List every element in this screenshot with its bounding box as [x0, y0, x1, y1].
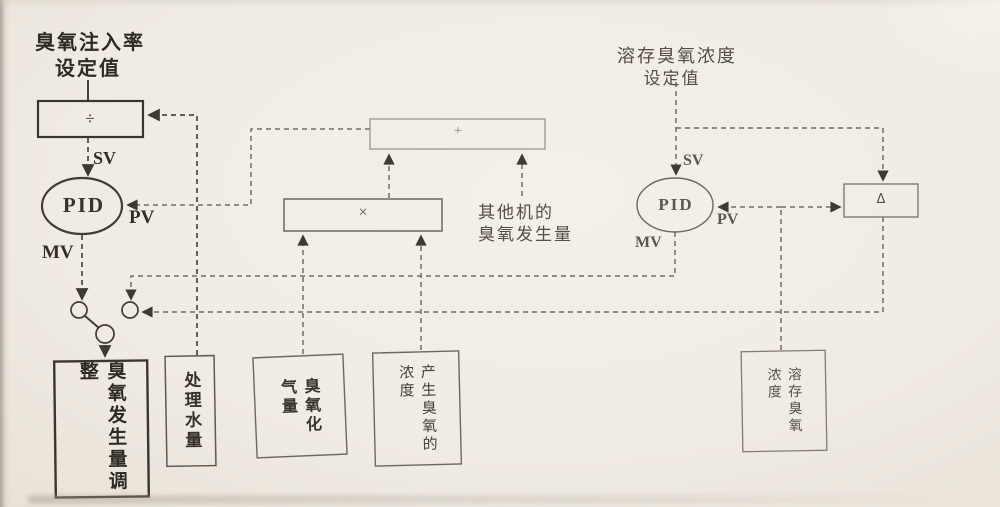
sv-label-right: SV: [683, 152, 704, 169]
mv-label-left: MV: [42, 242, 74, 263]
dissolved-setpoint-label-line2: 设定值: [643, 69, 701, 89]
other-machines-label-line2: 臭氧发生量: [478, 225, 573, 245]
ozonized-gas-label: 臭氧化 气量: [277, 376, 323, 435]
pid-circle-left: [40, 176, 124, 236]
injection-rate-setpoint-label-line1: 臭氧注入率: [35, 30, 145, 54]
pv-label-right: PV: [717, 211, 739, 228]
dissolved-ozone-label: 溶存臭氧 浓度: [765, 366, 803, 435]
pid-label-left: PID: [62, 193, 106, 217]
sv-label-left: SV: [93, 148, 117, 168]
injection-rate-setpoint-label-line2: 设定值: [55, 56, 121, 80]
sum-box: [369, 118, 546, 150]
pid-circle-right: [636, 177, 714, 233]
sum-to-pv-left-line: [126, 128, 370, 211]
mv-right-to-selector-line: [125, 232, 676, 301]
delta-operator: Δ: [876, 192, 886, 207]
generation-adjust-label: 臭氧发生量调整: [76, 360, 128, 493]
delta-box: [843, 183, 919, 218]
pv-label-left: PV: [129, 207, 155, 228]
selector-contact-left: [70, 301, 88, 319]
pid-label-right: PID: [658, 195, 694, 214]
other-machines-label-line1: 其他机的: [478, 203, 554, 223]
treated-water-to-divide-line: [147, 108, 198, 355]
selector-contact-output: [95, 324, 115, 344]
divide-operator: ÷: [85, 109, 95, 128]
produced-ozone-concentration-label: 产生臭氧的 浓度: [396, 363, 439, 454]
treated-water-label: 处理水量: [180, 370, 202, 452]
produced-ozone-concentration-box: [371, 350, 463, 467]
multiply-operator: ×: [358, 204, 368, 221]
treated-water-box: [164, 354, 217, 468]
dissolved-setpoint-label-line1: 溶存臭氧浓度: [617, 46, 737, 67]
sum-operator: +: [453, 123, 463, 139]
generation-adjust-box: [52, 359, 151, 499]
setpoint-to-delta-line: [676, 127, 889, 182]
selector-contact-right: [121, 301, 139, 319]
selector-switch-arm: [84, 315, 100, 329]
ozonized-gas-box: [252, 353, 348, 459]
mv-label-right: MV: [635, 234, 662, 251]
dissolved-ozone-box: [740, 349, 828, 453]
divide-box: [36, 99, 145, 139]
delta-output-to-selector-line: [141, 217, 884, 318]
multiply-box: [283, 198, 443, 232]
